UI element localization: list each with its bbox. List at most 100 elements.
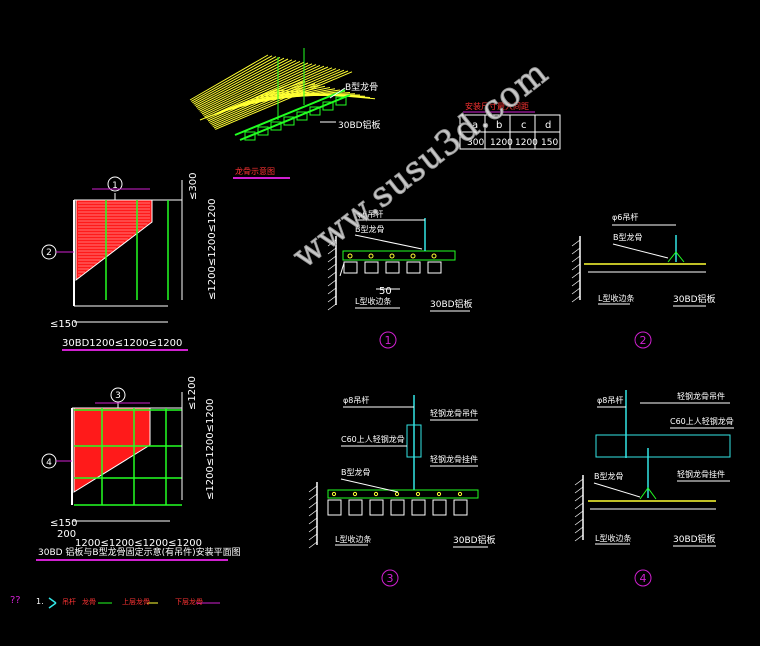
table-header-c: c xyxy=(521,120,527,131)
d2-l: L型收边条 xyxy=(598,293,634,303)
plan2-marker-left: 4 xyxy=(46,458,52,468)
iso-slat xyxy=(195,58,289,108)
spacing-table: 安装尺寸最大间距 a b c d 300 1200 1200 150 xyxy=(465,101,558,148)
table-header-a: a xyxy=(472,120,478,131)
d1-rivet xyxy=(347,253,353,259)
iso-slat xyxy=(202,63,313,116)
plan2-marker-top: 3 xyxy=(115,391,121,401)
wall-hatch xyxy=(571,255,581,263)
d1-rivet xyxy=(389,253,395,259)
wall-hatch xyxy=(308,533,318,541)
iso-slat xyxy=(215,71,353,130)
d4-leader xyxy=(593,482,641,498)
iso-slat xyxy=(189,54,269,101)
iso-slat xyxy=(199,60,301,112)
plan1-dim-left: ≤150 xyxy=(50,319,77,330)
iso-slat xyxy=(208,67,333,123)
d4-c60: C60上人轻钢龙骨 xyxy=(670,416,734,426)
section-detail-1: φ6吊杆 B型龙骨 50 L型收边条 30BD铝板 1 xyxy=(355,209,473,347)
table-value-c: 1200 xyxy=(515,138,538,148)
iso-slat xyxy=(201,62,309,115)
d1-keel xyxy=(342,250,456,261)
d3-panel xyxy=(390,499,405,516)
d3-phi: φ8吊杆 xyxy=(343,395,369,405)
d4-hanger1: 轻钢龙骨吊件 xyxy=(677,391,725,401)
d3-rivet xyxy=(457,491,463,497)
iso-label-b: B型龙骨 xyxy=(345,81,378,93)
wall-hatch xyxy=(327,263,337,271)
section-detail-4: φ8吊杆 轻钢龙骨吊件 C60上人轻钢龙骨 轻钢龙骨挂件 B型龙骨 L型收边条 … xyxy=(594,391,734,585)
plan1-dim-top: ≤300 xyxy=(188,173,199,200)
d2-clip xyxy=(667,251,685,263)
iso-main-keel xyxy=(234,89,346,136)
legend-swatch xyxy=(48,597,57,604)
d1-panel xyxy=(364,261,379,274)
legend-num: 1. xyxy=(36,597,44,606)
iso-panel xyxy=(257,126,269,136)
table-value-b: 1200 xyxy=(490,138,513,148)
d1-b: B型龙骨 xyxy=(355,224,385,234)
d1-rivet xyxy=(431,253,437,259)
d2-phi: φ6吊杆 xyxy=(612,212,638,222)
plan2-dim-top: ≤1200 xyxy=(187,376,198,410)
d3-leader xyxy=(340,478,399,493)
legend-t1: 吊杆 xyxy=(62,597,76,606)
iso-slat xyxy=(192,56,277,104)
wall-hatch xyxy=(308,509,318,517)
d2-leader xyxy=(612,243,669,259)
d1-number-circle xyxy=(379,331,397,349)
d3-hanger2: 轻钢龙骨挂件 xyxy=(430,454,478,464)
plan2-dim-right: ≤1200≤1200≤1200 xyxy=(205,399,216,500)
wall-hatch xyxy=(571,271,581,279)
d1-leader xyxy=(354,234,423,250)
plan-view-1: ≤300 ≤1200≤1200≤1200 ≤150 30BD1200≤1200≤… xyxy=(46,173,218,349)
iso-panel xyxy=(244,131,256,141)
iso-slat xyxy=(190,55,273,102)
wall-hatch xyxy=(571,263,581,271)
wall-hatch xyxy=(571,239,581,247)
section-detail-3: φ8吊杆 轻钢龙骨吊件 C60上人轻钢龙骨 轻钢龙骨挂件 B型龙骨 L型收边条 … xyxy=(335,395,496,585)
wall-hatch xyxy=(327,303,337,311)
plan1-dim-right: ≤1200≤1200≤1200 xyxy=(207,199,218,300)
wall-hatch xyxy=(308,501,318,509)
d3-b-keel xyxy=(327,489,479,499)
plan2-dim-bottom: 1200≤1200≤1200≤1200 xyxy=(75,538,202,549)
d2-num: 2 xyxy=(640,334,647,347)
d3-panel xyxy=(453,499,468,516)
d1-panel xyxy=(427,261,442,274)
d3-num: 3 xyxy=(387,572,394,585)
wall-hatch xyxy=(574,486,584,494)
plan-view-2: ≤1200 ≤1200≤1200≤1200 ≤150 200 1200≤1200… xyxy=(38,376,241,558)
wall-hatch xyxy=(308,541,318,549)
wall-hatch xyxy=(574,502,584,510)
d2-bd: 30BD铝板 xyxy=(673,293,716,305)
d3-rivet xyxy=(352,491,358,497)
d4-l: L型收边条 xyxy=(595,533,631,543)
table-header-d: d xyxy=(545,120,551,131)
plan1-caption: 30BD1200≤1200≤1200 xyxy=(62,338,182,349)
iso-leader xyxy=(329,87,346,99)
d4-c60-keel xyxy=(595,434,731,458)
plan1-marker-left: 2 xyxy=(46,248,52,258)
wall-hatch xyxy=(327,255,337,263)
iso-slat xyxy=(205,64,321,119)
legend-t2: 龙骨 xyxy=(82,597,96,606)
d3-number-circle xyxy=(381,569,399,587)
wall-hatch xyxy=(327,239,337,247)
wall-hatch xyxy=(574,494,584,502)
d1-bd: 30BD铝板 xyxy=(430,298,473,310)
wall-hatch xyxy=(571,279,581,287)
wall-hatch xyxy=(327,287,337,295)
wall-hatch xyxy=(571,287,581,295)
iso-panel xyxy=(270,121,282,131)
iso-slat xyxy=(193,56,281,105)
iso-slat xyxy=(200,61,305,114)
d1-panel xyxy=(406,261,421,274)
d3-rivet xyxy=(415,491,421,497)
d1-phi: φ6吊杆 xyxy=(357,209,383,219)
d4-b: B型龙骨 xyxy=(594,471,624,481)
wall-hatch xyxy=(571,247,581,255)
table-value-a: 300 xyxy=(467,138,484,148)
wall-hatch xyxy=(571,295,581,303)
iso-label-30bd: 30BD铝板 xyxy=(338,119,381,131)
